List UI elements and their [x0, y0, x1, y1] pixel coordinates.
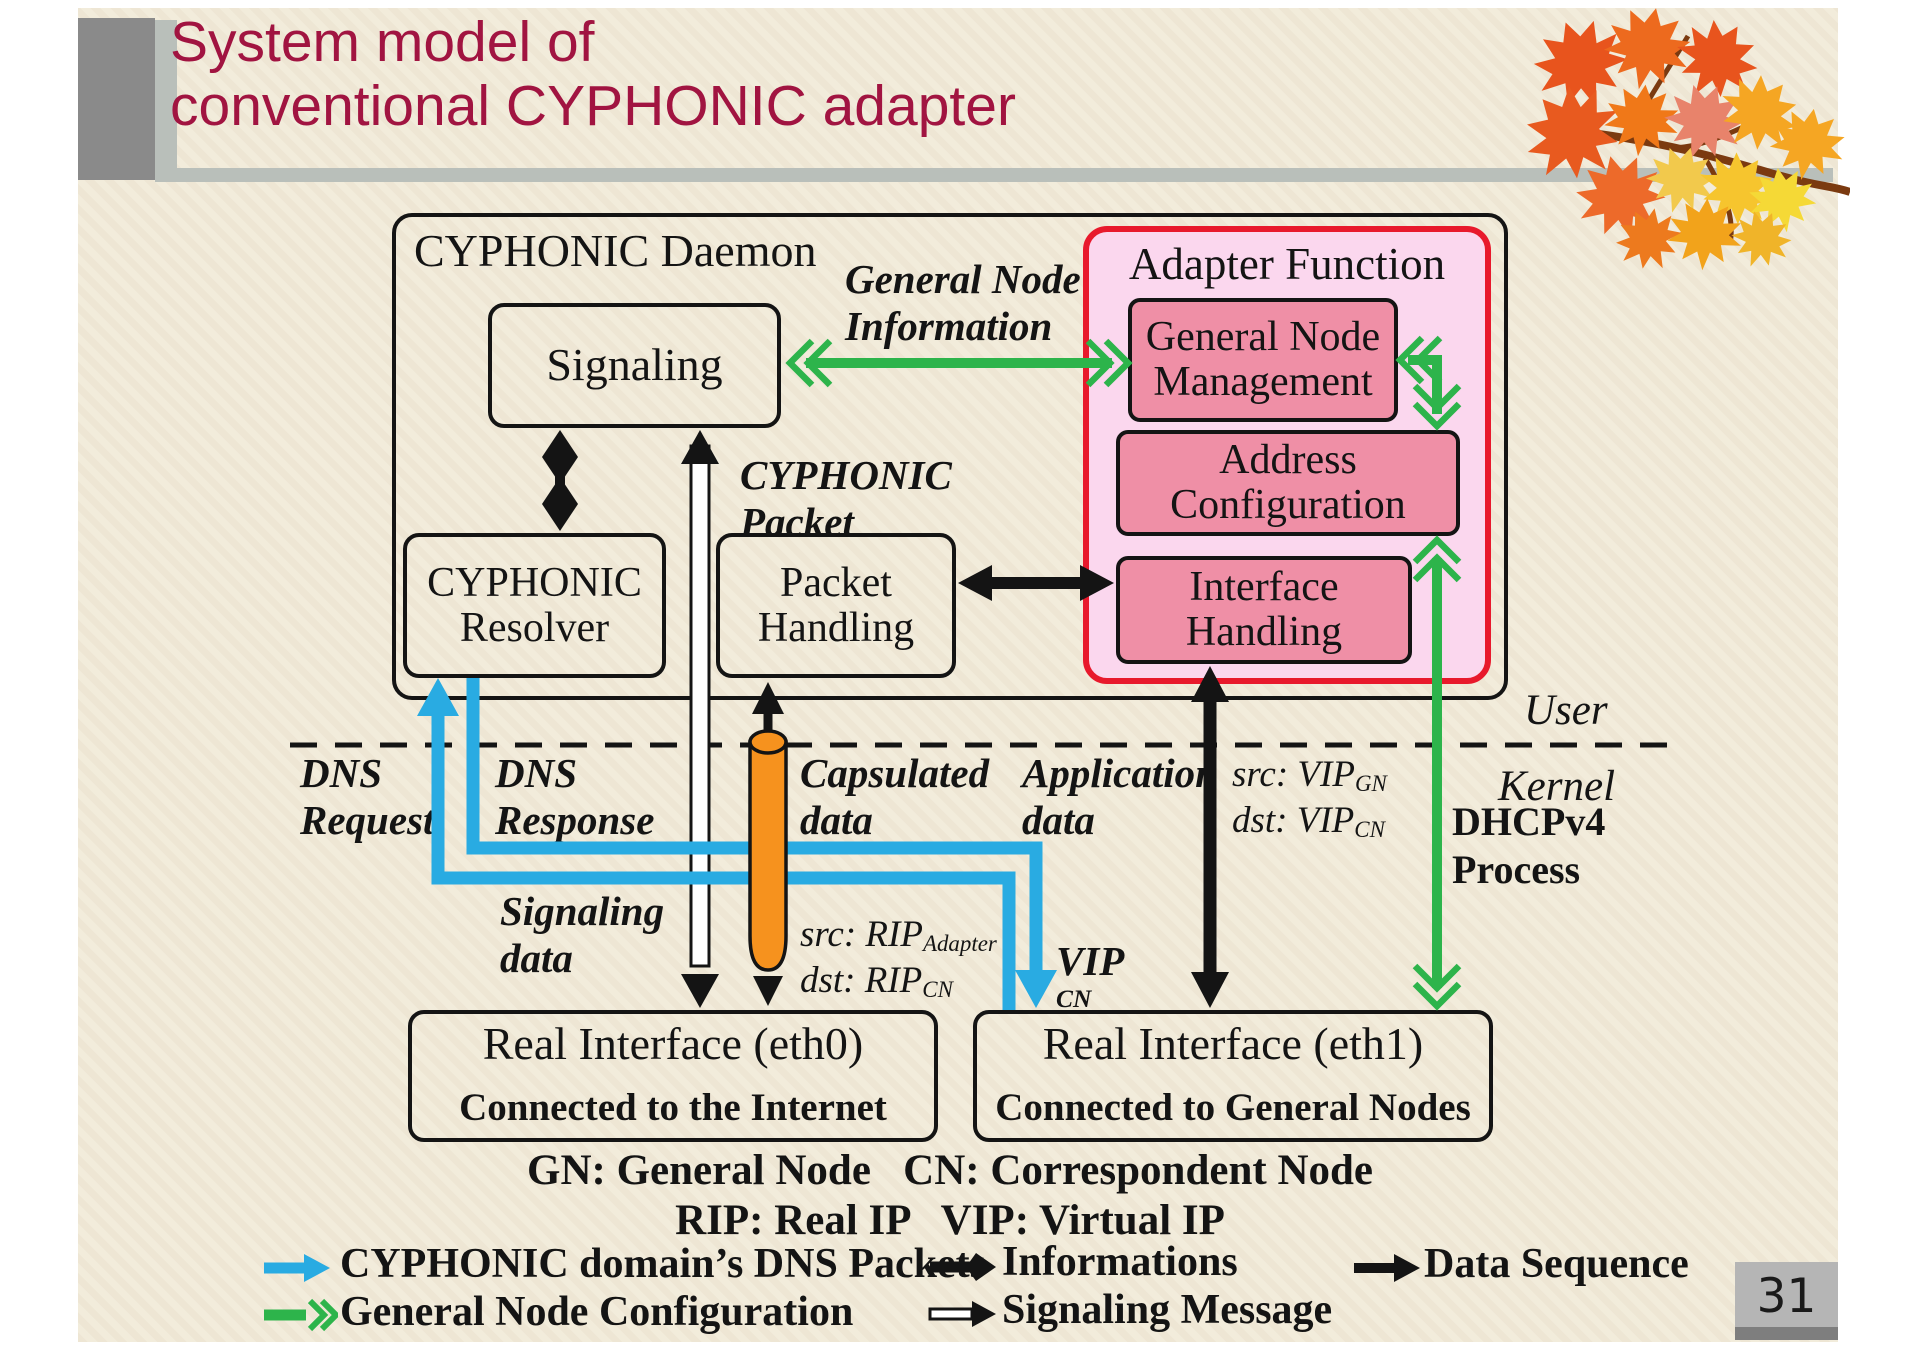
resolver-label-line2: Resolver — [459, 604, 610, 651]
packet-handling-box: Packet Handling — [716, 533, 956, 678]
eth0-title: Real Interface (eth0) — [482, 1018, 864, 1069]
real-interface-eth1-box: Real Interface (eth1) Connected to Gener… — [973, 1010, 1493, 1142]
gnm-label-line2: Management — [1153, 359, 1373, 405]
page-title-line1: System model of — [170, 10, 595, 74]
packet-label-line1: Packet — [780, 559, 892, 606]
user-space-label: User — [1524, 687, 1608, 734]
title-silver-edge — [155, 20, 177, 182]
dns-packets-legend-label: CYPHONIC domain’s DNS Packets — [340, 1241, 986, 1287]
informations-legend-label: Informations — [1002, 1239, 1238, 1285]
cyphonic-resolver-box: CYPHONIC Resolver — [403, 533, 666, 678]
addr-label-line2: Configuration — [1170, 482, 1406, 528]
signaling-data-label: Signaling data — [500, 888, 665, 982]
page-number-box-shadow — [1735, 1327, 1838, 1340]
gn-config-legend-icon — [264, 1298, 338, 1332]
interface-handling-box: Interface Handling — [1116, 556, 1412, 664]
informations-legend-icon — [930, 1253, 996, 1281]
rip-src-dst-label: src: RIPAdapter dst: RIPCN — [800, 914, 997, 1003]
data-sequence-legend-icon — [1354, 1254, 1420, 1282]
page-title-line2: conventional CYPHONIC adapter — [170, 74, 1016, 138]
dns-packets-legend-icon — [264, 1254, 330, 1282]
cyphonic-daemon-label: CYPHONIC Daemon — [414, 225, 817, 276]
title-gray-block — [78, 18, 155, 180]
packet-label-line2: Handling — [757, 604, 915, 651]
kernel-space-label: Kernel — [1498, 763, 1616, 810]
adapter-function-label: Adapter Function — [1128, 239, 1446, 289]
page-title: System model of conventional CYPHONIC ad… — [170, 10, 1016, 138]
dns-response-label: DNS Response — [495, 750, 655, 844]
eth1-subtitle: Connected to General Nodes — [995, 1085, 1471, 1129]
page-number: 31 — [1756, 1268, 1817, 1324]
data-sequence-legend-label: Data Sequence — [1424, 1241, 1689, 1287]
application-data-label: Application data — [1022, 750, 1218, 844]
real-interface-eth0-box: Real Interface (eth0) Connected to the I… — [408, 1010, 938, 1142]
cyphonic-packet-label: CYPHONIC Packet — [740, 452, 952, 546]
signaling-label: Signaling — [546, 339, 723, 391]
eth0-subtitle: Connected to the Internet — [459, 1085, 887, 1129]
address-configuration-box: Address Configuration — [1116, 430, 1460, 536]
autumn-leaves-decoration — [1520, 0, 1850, 280]
slide-background — [78, 8, 1838, 1342]
resolver-label-line1: CYPHONIC — [427, 559, 642, 606]
general-node-information-label: General Node Information — [845, 256, 1081, 350]
signaling-message-legend-icon — [928, 1301, 996, 1327]
abbreviation-line1: GN: General Node CN: Correspondent Node — [527, 1147, 1373, 1194]
addr-label-line1: Address — [1219, 437, 1357, 484]
ifh-label-line2: Handling — [1185, 609, 1343, 655]
eth1-title: Real Interface (eth1) — [1042, 1018, 1424, 1069]
title-silver-underline — [155, 168, 1833, 182]
signaling-box: Signaling — [488, 303, 781, 428]
signaling-message-legend-label: Signaling Message — [1002, 1287, 1333, 1333]
gnm-label-line1: General Node — [1145, 314, 1381, 361]
capsulated-data-label: Capsulated data — [800, 750, 990, 844]
ifh-label-line1: Interface — [1189, 564, 1339, 611]
vip-src-dst-label: src: VIPGN dst: VIPCN — [1232, 754, 1387, 843]
dhcpv4-process-label: DHCPv4 Process — [1452, 799, 1606, 892]
dns-request-label: DNS Request — [300, 750, 435, 844]
abbreviation-line2: RIP: Real IP VIP: Virtual IP — [675, 1197, 1225, 1244]
gn-config-legend-label: General Node Configuration — [340, 1289, 854, 1335]
general-node-management-box: General Node Management — [1128, 298, 1398, 422]
